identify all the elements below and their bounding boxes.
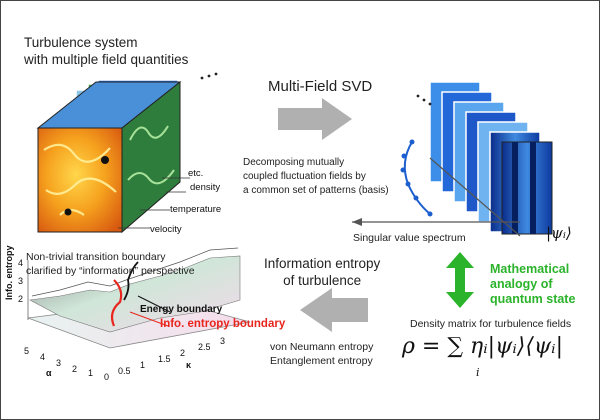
alpha-tick: 4 bbox=[40, 352, 46, 362]
kappa-tick: 1 bbox=[140, 360, 146, 370]
z-tick: 4 bbox=[18, 258, 24, 268]
density-matrix-formula: ρ = ∑ ηᵢ|ψᵢ⟩⟨ψᵢ| bbox=[402, 334, 564, 359]
kappa-tick: 1.5 bbox=[158, 354, 171, 364]
cube-label-density: density bbox=[190, 182, 221, 193]
cube-label-velocity: velocity bbox=[150, 224, 182, 235]
entropy-types: von Neumann entropy Entanglement entropy bbox=[270, 341, 374, 367]
z-tick: 2 bbox=[18, 294, 24, 304]
svd-arrow bbox=[278, 98, 352, 140]
entropy-surface-plot bbox=[27, 247, 251, 349]
analogy-text: Mathematical analogy of quantum state bbox=[490, 262, 576, 306]
vortex-dot bbox=[64, 208, 72, 216]
energy-boundary-label: Energy boundary bbox=[140, 304, 223, 315]
formula-subscript: i bbox=[476, 366, 480, 379]
alpha-tick: 3 bbox=[56, 358, 62, 368]
svd-label: Multi-Field SVD bbox=[268, 78, 373, 95]
basis-symbol: |ψᵢ⟩ bbox=[546, 224, 572, 242]
kappa-tick: 2.5 bbox=[198, 342, 211, 352]
analogy-arrow bbox=[446, 252, 474, 308]
basis-stack bbox=[416, 81, 553, 235]
field-cube bbox=[36, 72, 218, 234]
kappa-axis-label: κ bbox=[186, 360, 192, 370]
cube-label-temperature: temperature bbox=[170, 204, 222, 215]
cube-label-etc: etc. bbox=[188, 168, 204, 179]
decomposition-text: Decomposing mutually coupled fluctuation… bbox=[243, 157, 389, 196]
vortex-dot bbox=[101, 156, 109, 164]
entropy-arrow bbox=[300, 288, 368, 332]
info-boundary-label: Info. entropy boundary bbox=[160, 318, 286, 330]
alpha-tick: 0 bbox=[104, 372, 110, 382]
singular-value-label: Singular value spectrum bbox=[353, 232, 466, 244]
kappa-tick: 0.5 bbox=[118, 366, 131, 376]
alpha-tick: 5 bbox=[24, 346, 30, 356]
singular-value-plot bbox=[352, 139, 521, 237]
z-tick: 3 bbox=[18, 276, 24, 286]
kappa-tick: 3 bbox=[220, 336, 226, 346]
system-title: Turbulence system with multiple field qu… bbox=[24, 35, 189, 67]
transition-text: Non-trivial transition boundary clarifie… bbox=[26, 251, 195, 277]
alpha-axis-label: α bbox=[46, 368, 52, 378]
alpha-tick: 1 bbox=[88, 368, 94, 378]
z-axis-label: Info. entropy bbox=[4, 245, 14, 301]
density-matrix-label: Density matrix for turbulence fields bbox=[410, 318, 572, 330]
info-entropy-title: Information entropy of turbulence bbox=[264, 256, 381, 288]
alpha-tick: 2 bbox=[72, 364, 78, 374]
kappa-tick: 2 bbox=[180, 348, 186, 358]
